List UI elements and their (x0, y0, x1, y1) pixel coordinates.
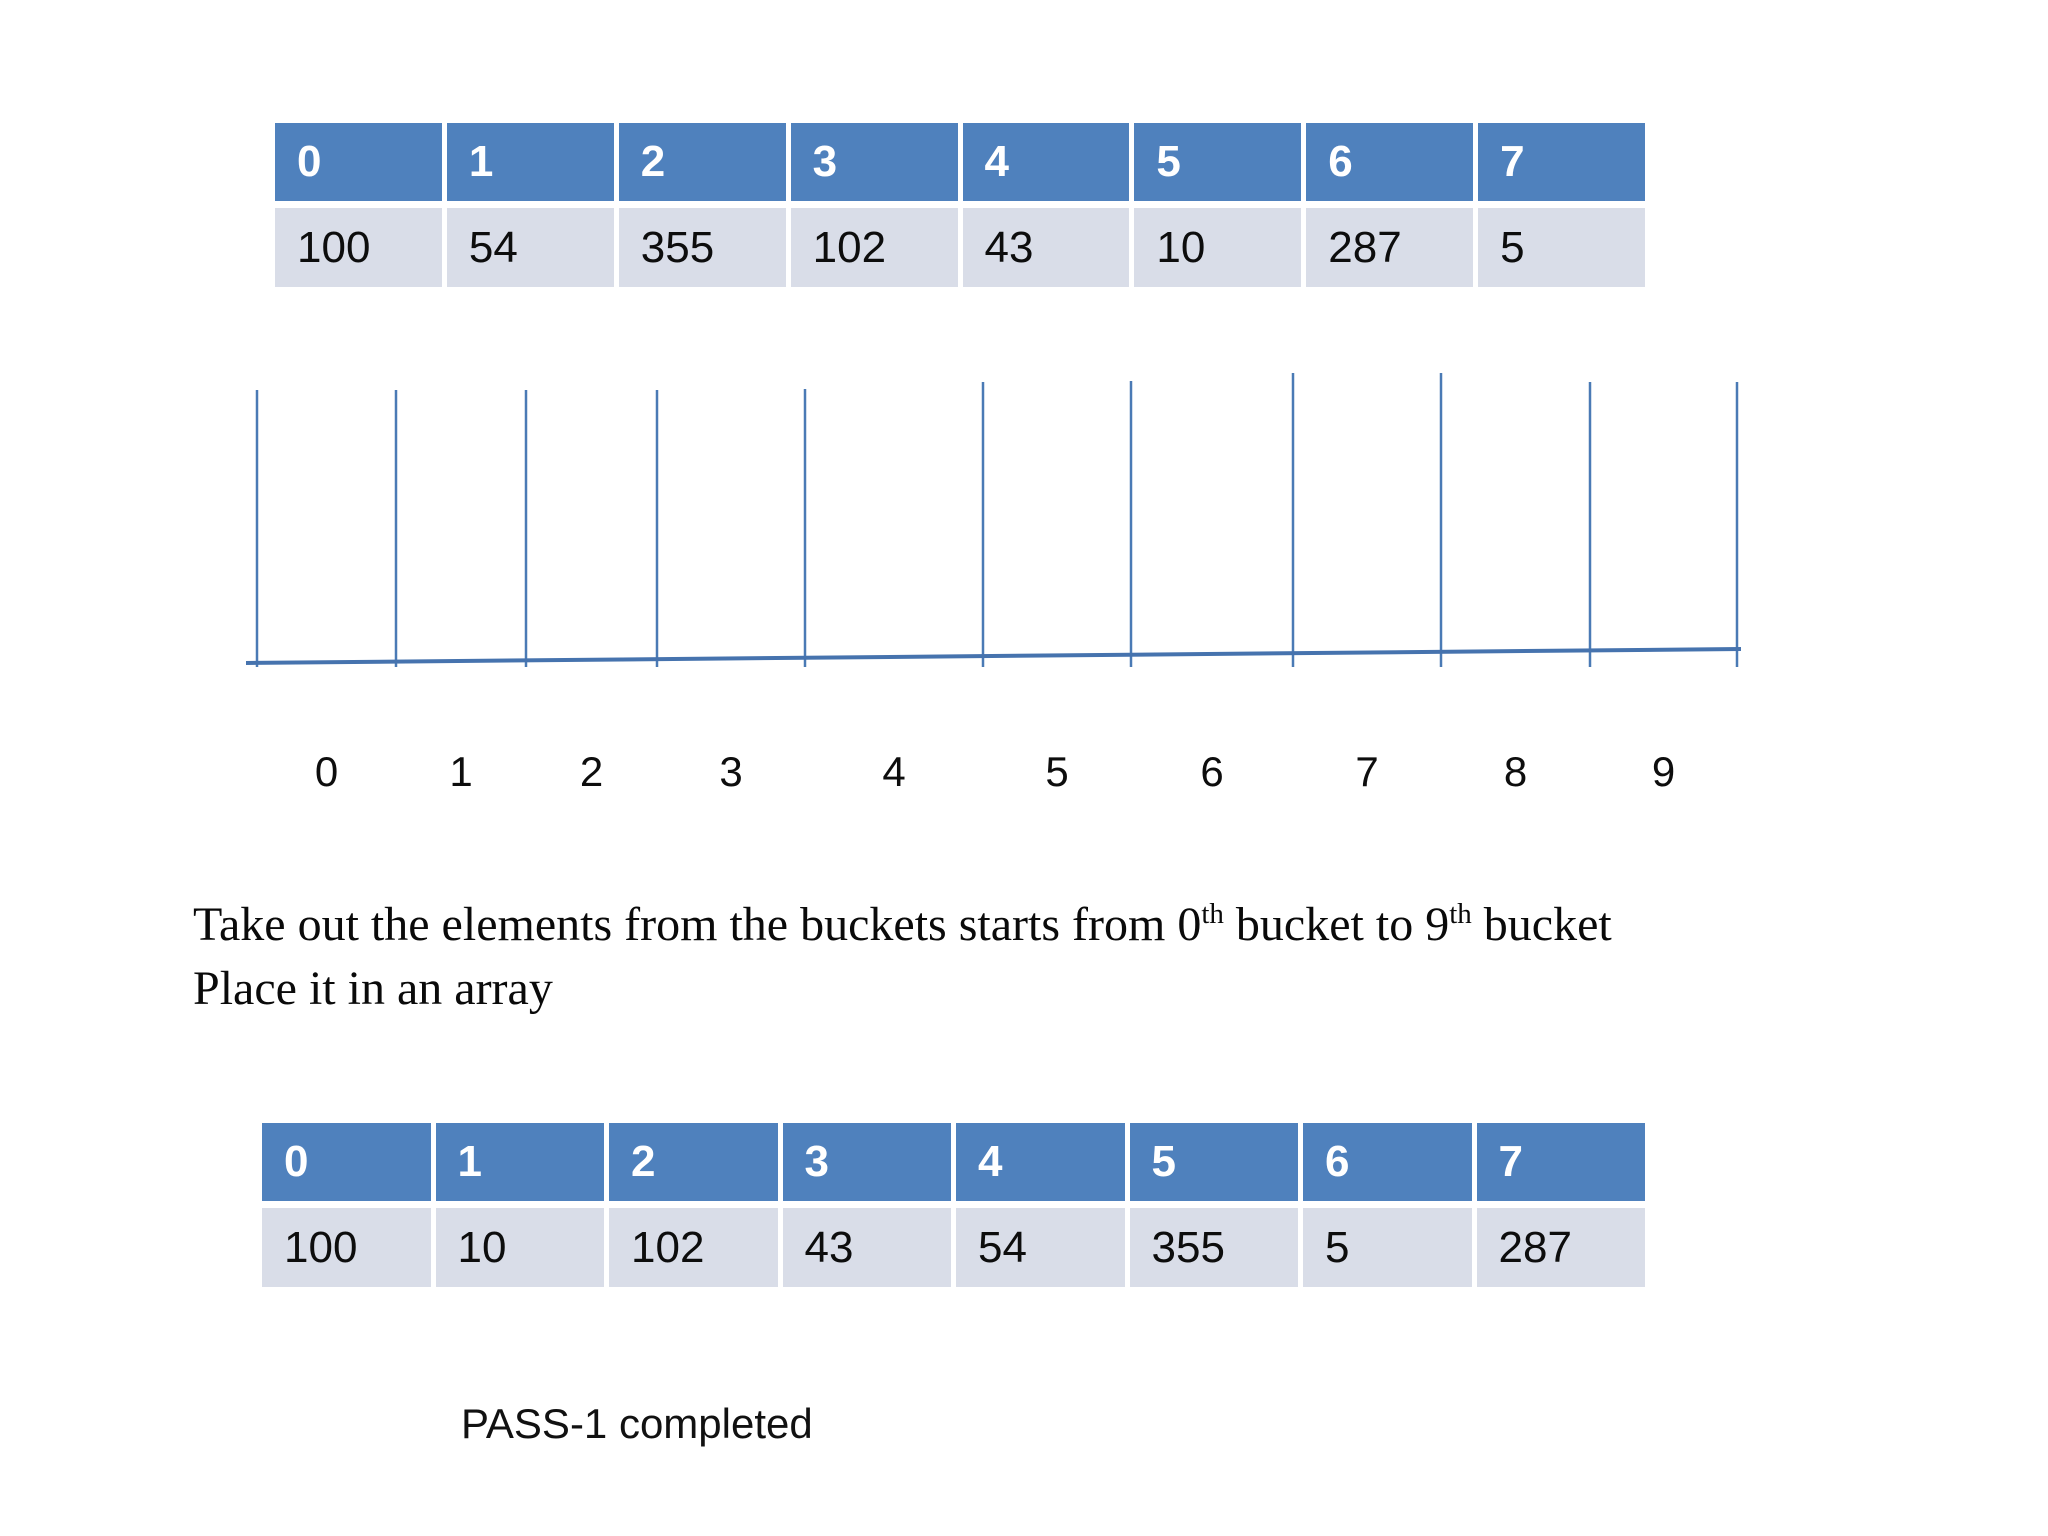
bucket-index-label: 6 (1200, 748, 1224, 795)
bucket-index-label: 3 (719, 748, 743, 795)
instruction-line1-prefix: Take out the elements from the buckets s… (193, 898, 1202, 951)
initial-array-value-cell: 287 (1306, 208, 1474, 287)
result-array-value-cell: 10 (435, 1208, 604, 1287)
initial-array-value-cell: 100 (275, 208, 442, 287)
bucket-index-label: 5 (1045, 748, 1069, 795)
bucket-index-label: 4 (882, 748, 906, 795)
result-array-header-cell: 6 (1303, 1123, 1472, 1201)
result-array-value-cell: 100 (262, 1208, 431, 1287)
bucket-index-label: 7 (1355, 748, 1379, 795)
superscript-th-1: th (1201, 898, 1224, 930)
result-array-header-cell: 0 (262, 1123, 431, 1201)
result-array-value-cell: 54 (956, 1208, 1125, 1287)
instruction-text: Take out the elements from the buckets s… (193, 893, 1873, 1021)
bucket-baseline (245, 647, 1742, 665)
initial-array-header-cell: 0 (275, 123, 442, 201)
result-array-value-cell: 5 (1303, 1208, 1472, 1287)
bucket-index-label: 9 (1651, 748, 1676, 795)
bucket-index-label: 2 (579, 748, 604, 795)
initial-array-header-cell: 3 (790, 123, 958, 201)
result-array-header-cell: 1 (435, 1123, 604, 1201)
pass-completed-label: PASS-1 completed (461, 1400, 813, 1447)
instruction-line-2: Place it in an array (193, 962, 553, 1015)
instruction-line-1: Take out the elements from the buckets s… (193, 893, 1873, 957)
result-array-header-cell: 7 (1476, 1123, 1645, 1201)
initial-array-header-cell: 1 (446, 123, 614, 201)
initial-array-value-cell: 43 (962, 208, 1130, 287)
result-array-header-cell: 3 (782, 1123, 951, 1201)
bucket-index-label: 0 (314, 748, 339, 795)
superscript-th-2: th (1449, 898, 1472, 930)
result-array-header-cell: 4 (956, 1123, 1125, 1201)
initial-array-value-cell: 102 (790, 208, 958, 287)
bucket-index-label: 1 (449, 748, 473, 795)
initial-array-value-cell: 355 (618, 208, 786, 287)
result-array-value-cell: 287 (1476, 1208, 1645, 1287)
instruction-line1-mid: bucket to 9 (1223, 898, 1450, 951)
initial-array-value-cell: 54 (446, 208, 614, 287)
initial-array-value-cell: 10 (1134, 208, 1302, 287)
initial-array-header-cell: 2 (618, 123, 786, 201)
result-array-value-cell: 355 (1129, 1208, 1298, 1287)
initial-array-header-cell: 7 (1478, 123, 1645, 201)
initial-array-header-cell: 4 (962, 123, 1130, 201)
initial-array-header-cell: 5 (1134, 123, 1302, 201)
initial-array-value-cell: 5 (1478, 208, 1645, 287)
bucket-index-label: 8 (1503, 748, 1528, 795)
initial-array-header-cell: 6 (1306, 123, 1474, 201)
result-array-value-cell: 43 (782, 1208, 951, 1287)
instruction-line1-suffix: bucket (1471, 898, 1612, 951)
result-array-value-cell: 102 (609, 1208, 778, 1287)
result-array-header-cell: 2 (609, 1123, 778, 1201)
result-array-header-cell: 5 (1129, 1123, 1298, 1201)
